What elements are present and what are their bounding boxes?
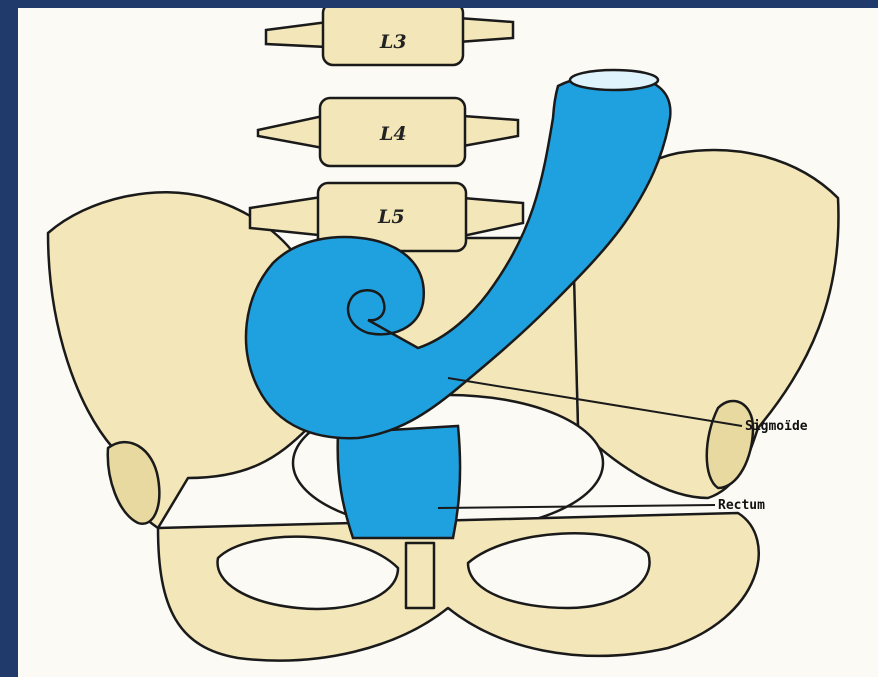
colon-lumen: [570, 70, 658, 90]
vertebra-l5-process-right: [463, 198, 523, 236]
vertebra-l4-process: [258, 116, 323, 148]
diagram-canvas: L3 L4 L5 Sigmoïde Rectum: [18, 8, 878, 677]
pelvis-diagram: L3 L4 L5 Sigmoïde Rectum: [18, 8, 878, 677]
vertebra-l4-label: L4: [379, 123, 407, 145]
vertebra-l5-process: [250, 196, 328, 236]
vertebra-l3-process-right: [458, 18, 513, 42]
vertebra-l3-label: L3: [379, 31, 407, 53]
coccyx: [406, 543, 434, 608]
rectum-shape: [338, 426, 460, 538]
vertebra-l5-label: L5: [377, 206, 405, 228]
sigmoide-label: Sigmoïde: [745, 419, 808, 434]
vertebra-l4-process-right: [463, 116, 518, 146]
rectum-label: Rectum: [718, 498, 765, 513]
